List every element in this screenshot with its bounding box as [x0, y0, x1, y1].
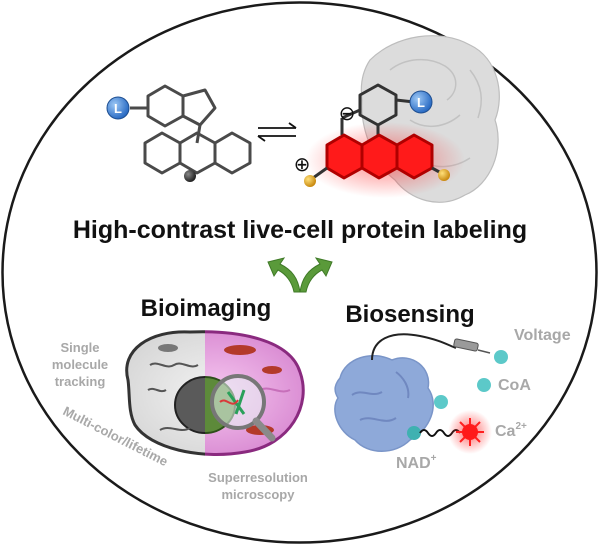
label-nad: NAD+: [396, 453, 437, 472]
calcium-symbol: Ca: [495, 423, 516, 440]
nad-charge: +: [431, 453, 437, 464]
label-single: Single: [60, 340, 99, 355]
nad-symbol: NAD: [396, 455, 431, 472]
label-calcium: Ca2+: [495, 421, 527, 440]
label-coa: CoA: [498, 377, 531, 394]
magnifier-lens: [210, 374, 266, 430]
section-biosensing: Biosensing: [345, 301, 474, 328]
magnifier-handle: [252, 417, 276, 442]
main-title: High-contrast live-cell protein labeling: [73, 216, 527, 244]
green-split-arrow: [267, 257, 333, 293]
biosensing-protein: [334, 355, 434, 452]
ligand-label-right: L: [417, 95, 425, 110]
ligand-label-left: L: [114, 101, 122, 116]
calcium-charge: 2+: [515, 421, 527, 432]
ion-dot-coa: [477, 378, 491, 392]
ligand-ball-left: [106, 96, 130, 120]
label-superresolution: Superresolution: [208, 470, 308, 485]
voltage-probe-wire: [371, 333, 457, 361]
sulfur-ball-right: [438, 169, 450, 181]
label-tracking: tracking: [55, 374, 106, 389]
fluorophore-red-rings: [325, 133, 434, 180]
ion-dot-voltage: [494, 350, 508, 364]
equilibrium-arrows: [257, 122, 297, 142]
calcium-ion: [462, 424, 478, 440]
nad-attachment-dot: [407, 426, 421, 440]
label-molecule: molecule: [52, 357, 108, 372]
label-voltage: Voltage: [514, 327, 571, 344]
section-bioimaging: Bioimaging: [141, 295, 272, 322]
negative-charge-symbol: ⊖: [339, 101, 356, 125]
grey-atom-ball: [184, 170, 196, 182]
closed-spirocycle-molecule: [143, 84, 252, 175]
label-microscopy: microscopy: [222, 487, 296, 502]
cell-illustration: [125, 330, 305, 456]
voltage-probe-tip: [453, 338, 491, 354]
ion-dot-mid: [434, 395, 448, 409]
ligand-ball-right: [409, 90, 433, 114]
positive-charge-symbol: ⊕: [294, 152, 311, 176]
sulfur-ball-left: [304, 175, 316, 187]
